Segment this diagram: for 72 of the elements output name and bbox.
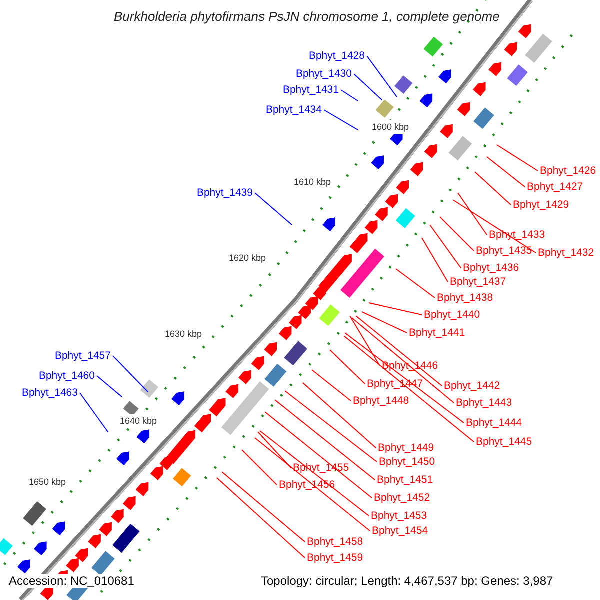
gene-label: Bphyt_1444 xyxy=(466,416,522,430)
gene-label: Bphyt_1436 xyxy=(463,261,520,275)
leader-line xyxy=(496,144,538,172)
leader-line xyxy=(312,370,352,402)
leader-line xyxy=(350,316,380,366)
leader-line xyxy=(112,356,148,392)
gene-label: Bphyt_1453 xyxy=(371,509,428,523)
leader-line xyxy=(396,268,436,298)
leader-line xyxy=(474,172,512,206)
leader-line xyxy=(330,350,366,384)
leader-line xyxy=(284,390,378,462)
position-label: 1640 kbp xyxy=(120,414,158,428)
gene-label: Bphyt_1457 xyxy=(54,349,111,363)
gene-label: Bphyt_1443 xyxy=(456,396,512,410)
footer-text: Topology: circular; Length: 4,467,537 bp; Genes: 3,987 xyxy=(261,574,554,588)
gene-label: Bphyt_1441 xyxy=(409,326,466,340)
gene-label: Bphyt_1442 xyxy=(444,379,500,393)
gene-label: Bphyt_1430 xyxy=(296,67,352,81)
leader-line xyxy=(260,430,370,516)
gene-label: Bphyt_1448 xyxy=(353,394,410,408)
gene-label: Bphyt_1451 xyxy=(377,473,434,487)
gene-label: Bphyt_1463 xyxy=(22,386,78,400)
leader-line xyxy=(254,192,292,226)
leader-line xyxy=(486,156,526,188)
leader-line xyxy=(274,400,376,480)
leader-line xyxy=(452,200,536,254)
position-label: 1600 kbp xyxy=(372,120,410,134)
gene-label: Bphyt_1429 xyxy=(513,198,570,212)
gene-label: Bphyt_1437 xyxy=(450,275,506,289)
gene-label: Bphyt_1434 xyxy=(266,103,322,117)
gene-label: Bphyt_1440 xyxy=(424,308,480,322)
leader-line xyxy=(368,302,422,316)
gene-label: Bphyt_1426 xyxy=(540,164,596,178)
leader-line xyxy=(96,376,122,398)
gene-label: Bphyt_1450 xyxy=(379,455,436,469)
leader-line xyxy=(422,238,448,282)
gene-label: Bphyt_1452 xyxy=(374,491,430,505)
gene-label: Bphyt_1438 xyxy=(437,291,494,305)
leader-line xyxy=(80,392,108,432)
leader-line xyxy=(222,472,306,542)
gene-label: Bphyt_1435 xyxy=(476,244,532,258)
gene-label: Bphyt_1458 xyxy=(307,535,364,549)
leader-line xyxy=(352,318,454,404)
leader-line xyxy=(356,316,442,386)
leader-line xyxy=(264,412,372,498)
gene-label: Bphyt_1428 xyxy=(308,49,365,63)
leader-line xyxy=(324,110,358,130)
leader-line xyxy=(344,332,464,424)
gene-label: Bphyt_1449 xyxy=(378,441,434,455)
leader-line xyxy=(302,382,376,448)
leader-line xyxy=(344,336,474,442)
leader-line xyxy=(340,90,358,102)
footer-text: Accession: NC_010681 xyxy=(9,574,134,588)
leader-line xyxy=(216,478,306,558)
leader-line xyxy=(362,312,408,334)
leader-line xyxy=(366,56,398,98)
gene-label: Bphyt_1459 xyxy=(307,551,364,565)
gene-label: Bphyt_1454 xyxy=(372,524,428,538)
map-title: Burkholderia phytofirmans PsJN chromosome 1, complete genome xyxy=(114,9,500,25)
leader-line xyxy=(258,432,292,468)
leader-line xyxy=(354,74,382,100)
gene-label: Bphyt_1431 xyxy=(282,83,339,97)
gene-label: Bphyt_1460 xyxy=(38,369,95,383)
gene-label: Bphyt_1445 xyxy=(476,435,532,449)
leader-line xyxy=(430,224,462,268)
leader-line xyxy=(242,450,278,486)
gene-label: Bphyt_1427 xyxy=(527,180,584,194)
gene-label: Bphyt_1432 xyxy=(538,246,594,260)
leader-line xyxy=(440,216,474,252)
leader-line xyxy=(458,192,488,236)
gene-label: Bphyt_1439 xyxy=(196,186,253,200)
leader-line xyxy=(254,438,370,532)
